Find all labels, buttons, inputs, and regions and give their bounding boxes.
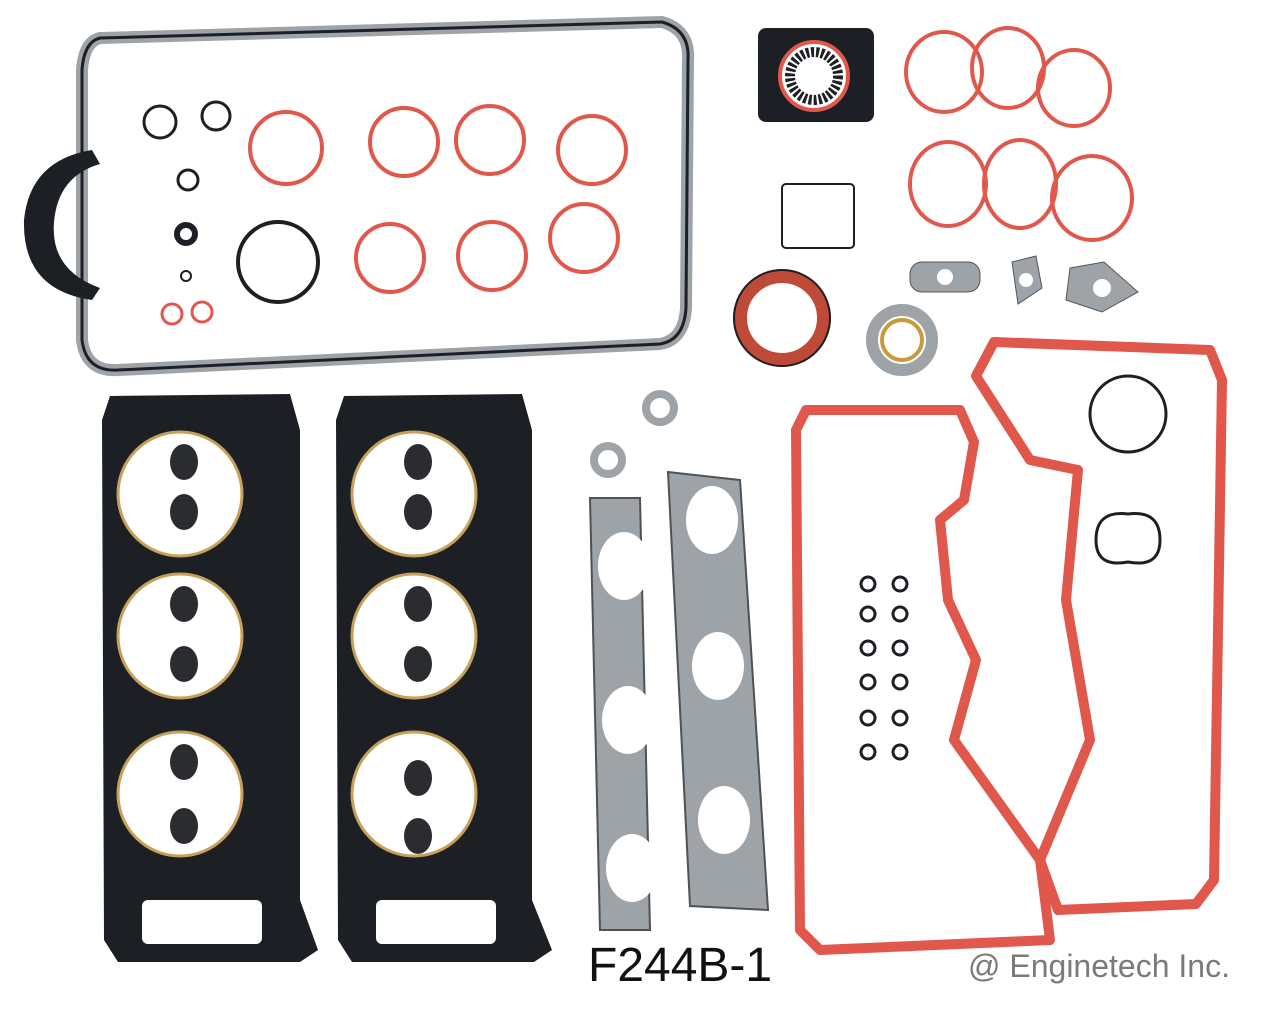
oil-pan-o-rings	[142, 100, 628, 326]
small-seal	[642, 390, 678, 426]
timing-cover-seal	[866, 304, 938, 376]
o-rings	[859, 575, 909, 761]
part-number-label: F244B-1	[588, 939, 773, 992]
square-gasket	[781, 183, 855, 249]
valve-cover-gasket-right	[971, 337, 1227, 915]
valve-cover-gasket-left	[791, 405, 1055, 955]
oil-pan-gasket	[23, 15, 695, 377]
valve-stem-seals	[170, 444, 432, 854]
intake-manifold-gaskets	[904, 26, 1134, 242]
small-seal	[590, 442, 626, 478]
egr-gaskets	[909, 255, 1139, 313]
o-ring	[1088, 374, 1168, 454]
cylinder-head-gasket-right	[336, 394, 552, 962]
throttle-body-gasket	[758, 28, 874, 122]
figure-eight-gasket	[1094, 512, 1162, 565]
cylinder-head-gasket-left	[102, 394, 318, 962]
exhaust-manifold-gaskets	[588, 470, 770, 931]
rear-main-seal	[733, 269, 831, 367]
copyright-watermark: @ Enginetech Inc.	[968, 948, 1230, 984]
